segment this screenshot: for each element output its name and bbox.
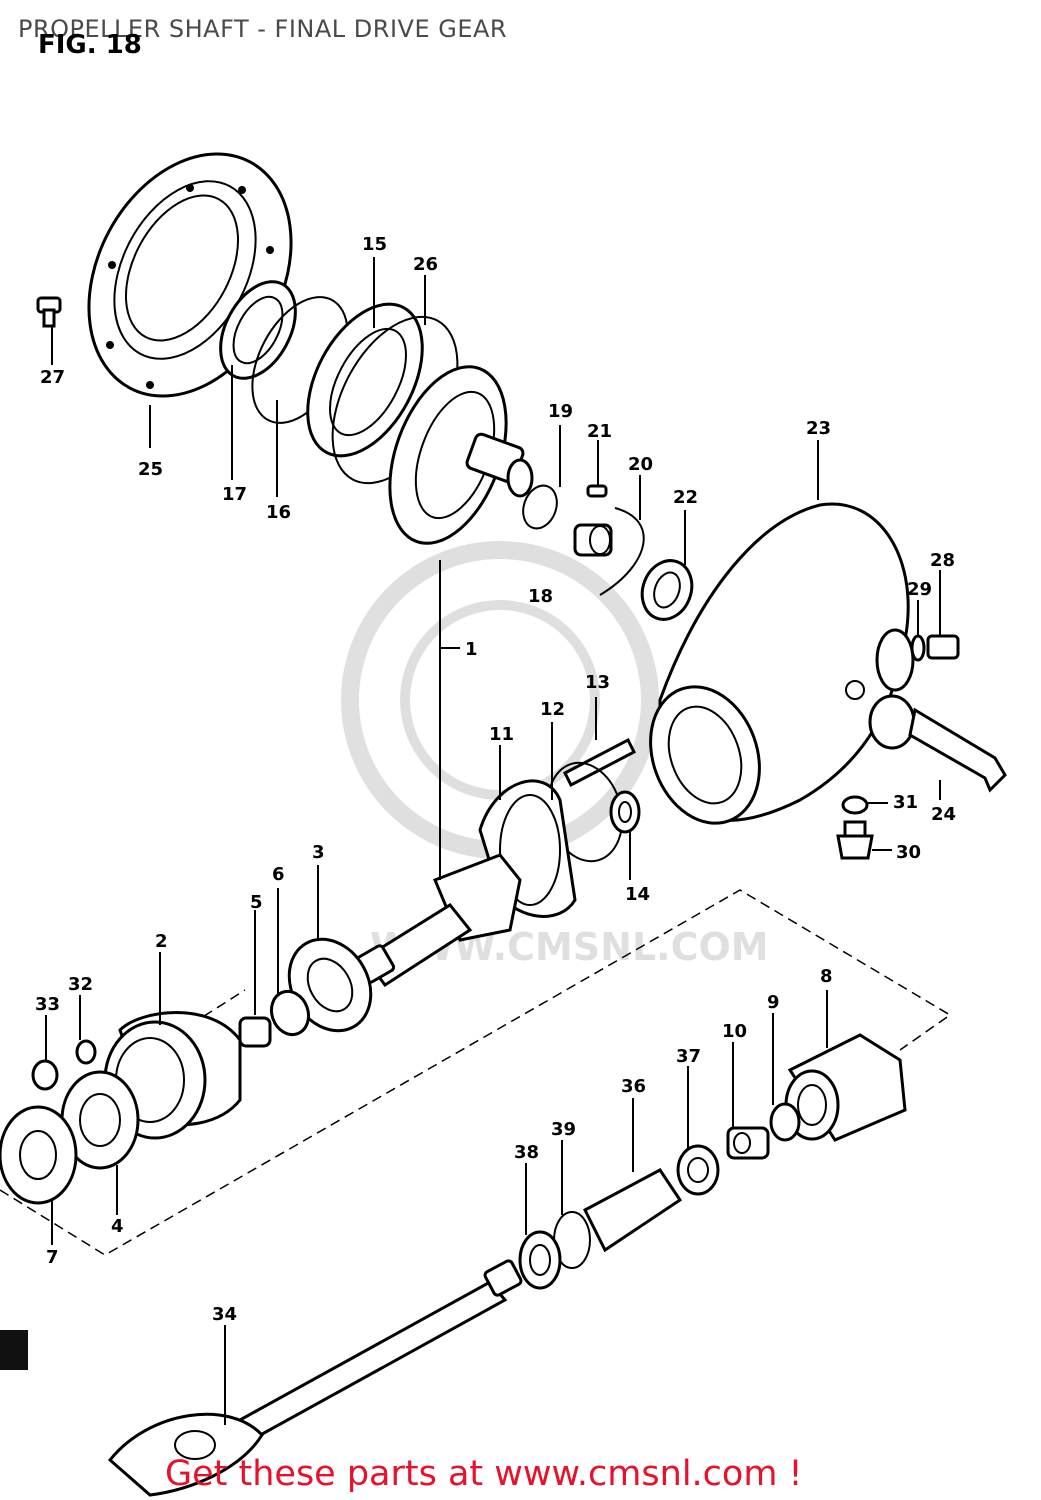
part-8-coupling [784, 1033, 907, 1142]
callout-21: 21 [587, 421, 612, 442]
callout-17: 17 [222, 484, 247, 505]
callout-8: 8 [820, 966, 833, 987]
part-22-oil-seal [640, 559, 694, 621]
callout-27: 27 [40, 367, 65, 388]
callout-7: 7 [46, 1247, 59, 1268]
part-17-oil-seal [219, 280, 297, 380]
callout-3: 3 [312, 842, 325, 863]
callout-32: 32 [68, 974, 93, 995]
part-37-spring [676, 1144, 720, 1196]
callout-23: 23 [806, 418, 831, 439]
part-10-nut [726, 1126, 770, 1160]
part-31-washer [841, 795, 869, 815]
part-19-ring [522, 484, 558, 530]
callout-39: 39 [551, 1119, 576, 1140]
callout-14: 14 [625, 884, 650, 905]
part-28-plug [926, 634, 960, 660]
callout-33: 33 [35, 994, 60, 1015]
callout-12: 12 [540, 699, 565, 720]
callout-38: 38 [514, 1142, 539, 1163]
callout-24: 24 [931, 804, 956, 825]
part-20-retainer [599, 507, 645, 596]
part-38-oil-seal [518, 1230, 562, 1290]
part-18-bearing [573, 523, 613, 557]
callout-25: 25 [138, 459, 163, 480]
part-29-washer [910, 634, 926, 662]
callout-labels: 1 2 3 4 5 6 7 8 9 10 11 12 13 14 15 16 1… [35, 234, 956, 1325]
callout-15: 15 [362, 234, 387, 255]
callout-9: 9 [767, 992, 780, 1013]
assembly-guide-lines [0, 889, 952, 1256]
callout-34: 34 [212, 1304, 237, 1325]
callout-18: 18 [528, 586, 553, 607]
callout-36: 36 [621, 1076, 646, 1097]
part-15-bearing-housing [306, 302, 424, 458]
callout-5: 5 [250, 892, 263, 913]
part-27-bolt [36, 296, 62, 328]
part-34-propeller-shaft [107, 1259, 523, 1497]
part-4-bearing [60, 1070, 140, 1170]
part-7-oil-seal [0, 1105, 78, 1205]
part-13-stud [563, 737, 636, 788]
part-23-final-drive-case [649, 502, 916, 825]
part-edge-fragment [0, 1330, 28, 1370]
callout-37: 37 [676, 1046, 701, 1067]
parts-link-banner[interactable]: Get these parts at www.cmsnl.com ! [165, 1454, 803, 1494]
part-5-spacer [238, 1016, 272, 1048]
part-36-boot [583, 1168, 683, 1253]
callout-28: 28 [930, 550, 955, 571]
figure-label: FIG. 18 [38, 30, 142, 60]
callout-16: 16 [266, 502, 291, 523]
callout-31: 31 [893, 792, 918, 813]
part-32-washer [75, 1039, 97, 1065]
callout-leaders [45, 257, 941, 1425]
page-title: PROPELLER SHAFT - FINAL DRIVE GEAR [18, 15, 508, 43]
part-24-pin [908, 707, 1007, 793]
callout-22: 22 [673, 487, 698, 508]
part-21-screw [586, 484, 608, 498]
callout-6: 6 [272, 864, 285, 885]
part-30-plug [836, 820, 874, 860]
part-6-shim [269, 989, 311, 1037]
callout-10: 10 [722, 1021, 747, 1042]
callout-13: 13 [585, 672, 610, 693]
part-33-nut [31, 1059, 59, 1091]
callout-20: 20 [628, 454, 653, 475]
part-14-bearing [609, 790, 641, 834]
callout-30: 30 [896, 842, 921, 863]
callout-26: 26 [413, 254, 438, 275]
callout-19: 19 [548, 401, 573, 422]
callout-4: 4 [111, 1216, 124, 1237]
part-25-cover-plate [87, 152, 293, 398]
callout-1: 1 [465, 639, 478, 660]
callout-2: 2 [155, 931, 168, 952]
part-9-washer [769, 1102, 801, 1142]
ring-gear [388, 365, 534, 545]
callout-11: 11 [489, 724, 514, 745]
callout-29: 29 [907, 579, 932, 600]
